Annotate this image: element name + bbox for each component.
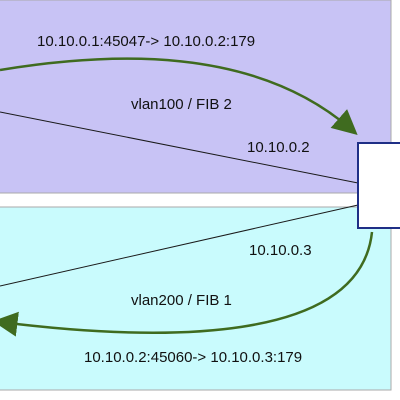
upper-address-label: 10.10.0.2 xyxy=(247,139,310,156)
flow-arrow-upper xyxy=(0,57,358,135)
lower-flow-label: 10.10.0.2:45060-> 10.10.0.3:179 xyxy=(84,349,303,366)
link-upper xyxy=(0,111,359,184)
lower-vlan-label: vlan200 / FIB 1 xyxy=(131,292,232,309)
vlan100-region xyxy=(0,0,392,194)
upper-flow-label: 10.10.0.1:45047-> 10.10.0.2:179 xyxy=(37,33,256,50)
link-lower xyxy=(0,204,359,287)
flow-arrow-lower xyxy=(0,231,374,337)
lower-address-label: 10.10.0.3 xyxy=(249,242,312,259)
router-node[interactable] xyxy=(357,142,400,229)
vlan200-region xyxy=(0,206,392,391)
upper-vlan-label: vlan100 / FIB 2 xyxy=(131,96,232,113)
